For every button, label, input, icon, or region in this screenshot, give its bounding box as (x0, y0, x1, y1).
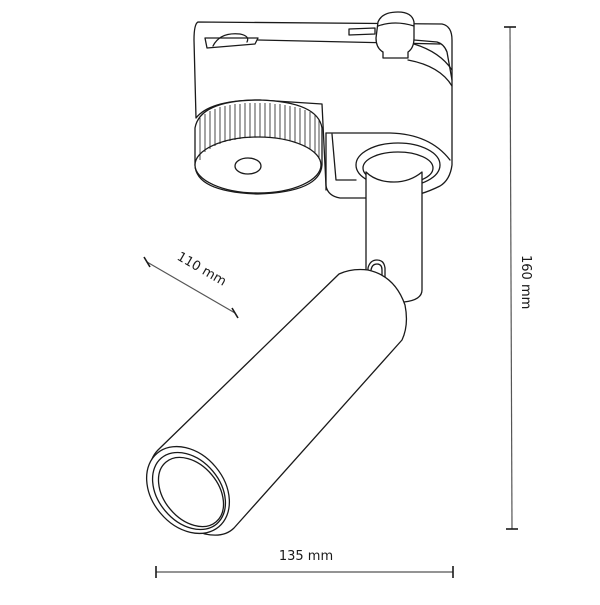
knurled-adjustment-knob (194, 99, 323, 195)
swivel-stem (355, 142, 441, 303)
knob-center-hole (234, 157, 262, 175)
dimension-diameter-label: 110 mm (174, 249, 229, 289)
dimension-height-label: 160 mm (518, 255, 533, 309)
dimension-diameter: 110 mm (143, 249, 239, 319)
dimension-width: 135 mm (155, 549, 454, 578)
lens-bezel (145, 445, 231, 535)
spotlight-cylinder (145, 268, 408, 536)
dimension-height: 160 mm (504, 26, 533, 530)
dimension-width-label: 135 mm (279, 549, 333, 564)
clamp-knob (375, 11, 415, 59)
